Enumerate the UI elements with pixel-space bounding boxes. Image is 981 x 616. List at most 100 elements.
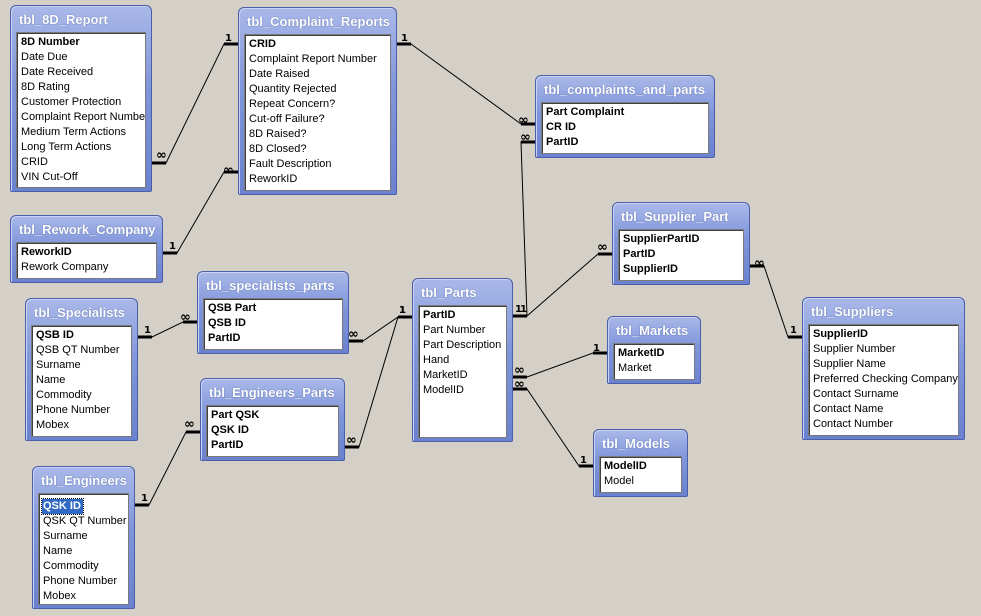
field-row[interactable]: QSB ID bbox=[207, 316, 342, 331]
field-row[interactable]: Part Description bbox=[422, 338, 506, 353]
relationship-line[interactable] bbox=[513, 253, 612, 317]
field-row[interactable]: Contact Surname bbox=[812, 387, 958, 402]
field-row[interactable]: 8D Rating bbox=[20, 80, 145, 95]
table-title[interactable]: tbl_Complaint_Reports bbox=[247, 14, 391, 29]
field-row[interactable]: Surname bbox=[42, 529, 128, 544]
relationship-line[interactable] bbox=[152, 43, 238, 164]
field-row[interactable]: PartID bbox=[210, 438, 338, 453]
field-row[interactable]: SupplierID bbox=[622, 262, 743, 277]
field-row[interactable]: 8D Raised? bbox=[248, 127, 390, 142]
field-row[interactable]: SupplierID bbox=[812, 327, 958, 342]
field-row[interactable]: Quantity Rejected bbox=[248, 82, 390, 97]
field-row[interactable]: Fault Description bbox=[248, 157, 390, 172]
field-row[interactable]: CRID bbox=[248, 37, 390, 52]
field-row[interactable]: Surname bbox=[35, 358, 131, 373]
field-row[interactable]: Supplier Number bbox=[812, 342, 958, 357]
field-row[interactable]: Complaint Report Number bbox=[20, 110, 145, 125]
field-row[interactable]: Long Term Actions bbox=[20, 140, 145, 155]
table-title[interactable]: tbl_specialists_parts bbox=[206, 278, 335, 293]
table-title[interactable]: tbl_Engineers bbox=[41, 473, 127, 488]
table-title[interactable]: tbl_Markets bbox=[616, 323, 689, 338]
field-row[interactable]: 8D Closed? bbox=[248, 142, 390, 157]
table-title[interactable]: tbl_8D_Report bbox=[19, 12, 108, 27]
field-row[interactable]: Mobex bbox=[35, 418, 131, 433]
relationship-line[interactable] bbox=[349, 316, 412, 342]
field-row[interactable]: QSK ID bbox=[41, 496, 128, 515]
field-row[interactable]: Medium Term Actions bbox=[20, 125, 145, 140]
field-row[interactable]: Date Due bbox=[20, 50, 145, 65]
table-title[interactable]: tbl_Supplier_Part bbox=[621, 209, 729, 224]
field-row[interactable]: Phone Number bbox=[42, 574, 128, 589]
table-title[interactable]: tbl_Engineers_Parts bbox=[209, 385, 335, 400]
field-row[interactable]: ModelID bbox=[422, 383, 506, 398]
field-row[interactable]: Supplier Name bbox=[812, 357, 958, 372]
field-row[interactable]: MarketID bbox=[617, 346, 694, 361]
field-row[interactable]: Mobex bbox=[42, 589, 128, 604]
field-row[interactable]: Date Raised bbox=[248, 67, 390, 82]
field-row[interactable]: Contact Number bbox=[812, 417, 958, 432]
field-row[interactable]: QSB QT Number bbox=[35, 343, 131, 358]
field-row[interactable]: PartID bbox=[622, 247, 743, 262]
field-row[interactable]: Market bbox=[617, 361, 694, 376]
field-row[interactable]: Complaint Report Number bbox=[248, 52, 390, 67]
field-row[interactable]: QSB ID bbox=[35, 328, 131, 343]
field-row[interactable]: PartID bbox=[207, 331, 342, 346]
table-title[interactable]: tbl_Models bbox=[602, 436, 670, 451]
field-row[interactable]: MarketID bbox=[422, 368, 506, 383]
field-row[interactable]: QSK QT Number bbox=[42, 514, 128, 529]
table-title[interactable]: tbl_Specialists bbox=[34, 305, 126, 320]
field-row[interactable]: Customer Protection bbox=[20, 95, 145, 110]
relationship-line[interactable] bbox=[513, 352, 607, 378]
field-row[interactable]: Part QSK bbox=[210, 408, 338, 423]
field-row[interactable]: Name bbox=[35, 373, 131, 388]
table-title[interactable]: tbl_Rework_Company bbox=[19, 222, 156, 237]
field-row[interactable]: CRID bbox=[20, 155, 145, 170]
field-row[interactable]: PartID bbox=[545, 135, 708, 150]
field-row[interactable]: VIN Cut-Off bbox=[20, 170, 145, 185]
field-row[interactable]: Hand bbox=[422, 353, 506, 368]
field-row[interactable]: Contact Name bbox=[812, 402, 958, 417]
field-row[interactable]: Date Received bbox=[20, 65, 145, 80]
table-title[interactable]: tbl_Parts bbox=[421, 285, 477, 300]
field-row[interactable]: CR ID bbox=[545, 120, 708, 135]
field-row[interactable]: Repeat Concern? bbox=[248, 97, 390, 112]
relationship-line[interactable] bbox=[397, 43, 535, 125]
relationship-line[interactable] bbox=[513, 141, 535, 317]
field-row[interactable]: Preferred Checking Company bbox=[812, 372, 958, 387]
field-row[interactable]: Model bbox=[603, 474, 681, 489]
field-row[interactable]: QSK ID bbox=[210, 423, 338, 438]
field-row[interactable]: Name bbox=[42, 544, 128, 559]
field-row[interactable]: Commodity bbox=[35, 388, 131, 403]
field-row[interactable]: Part Number bbox=[422, 323, 506, 338]
field-row[interactable]: Part Complaint bbox=[545, 105, 708, 120]
field-row[interactable]: ReworkID bbox=[248, 172, 390, 187]
field-row[interactable]: PartID bbox=[422, 308, 506, 323]
field-row[interactable]: QSB Part bbox=[207, 301, 342, 316]
field-row[interactable]: ModelID bbox=[603, 459, 681, 474]
field-row[interactable]: 8D Number bbox=[20, 35, 145, 50]
field-row[interactable]: Rework Company bbox=[20, 260, 156, 275]
